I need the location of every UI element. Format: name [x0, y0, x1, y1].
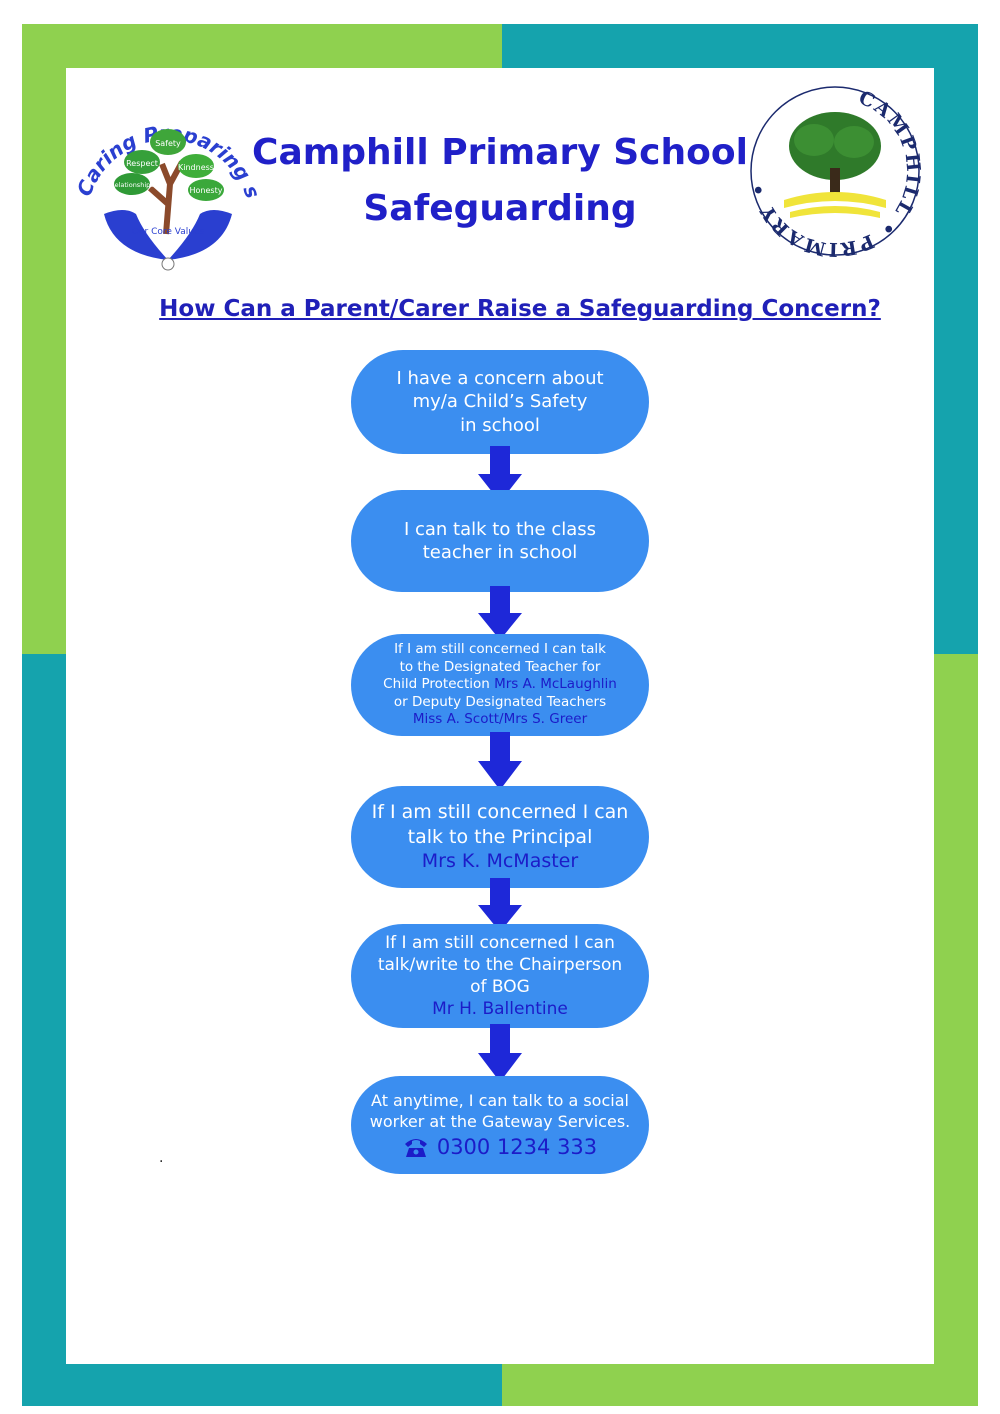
flow-step-6: At anytime, I can talk to a social worke…: [351, 1076, 649, 1174]
step3-line1: If I am still concerned I can talk: [394, 641, 606, 658]
step3-line2: to the Designated Teacher for: [399, 658, 601, 675]
step6-line2: worker at the Gateway Services.: [369, 1112, 631, 1131]
school-crest-logo: CAMPHILL • PRIMARY • SCHOOL: [744, 84, 923, 258]
value-relationships: Relationships: [110, 181, 154, 189]
step3-line3: Child Protection Mrs A. McLaughlin: [383, 676, 617, 694]
down-arrow-4: [478, 878, 522, 932]
value-honesty: Honesty: [190, 186, 223, 195]
deputy-teachers-names: Miss A. Scott/Mrs S. Greer: [412, 711, 588, 728]
step4-line1: If I am still concerned I can: [371, 800, 629, 823]
gateway-phone: 0300 1234 333: [403, 1135, 597, 1159]
step6-line1: At anytime, I can talk to a social: [371, 1091, 629, 1111]
down-arrow-2: [478, 586, 522, 640]
step5-line2: talk/write to the Chairperson: [377, 954, 623, 975]
subtitle: How Can a Parent/Carer Raise a Safeguard…: [159, 296, 881, 322]
value-kindness: Kindness: [178, 163, 214, 172]
step2-line1: I can talk to the class: [403, 518, 597, 540]
flow-step-4: If I am still concerned I can talk to th…: [351, 786, 649, 888]
step5-line1: If I am still concerned I can: [385, 932, 615, 953]
core-values-logo: Caring Preparing sharing Safety Respect …: [74, 84, 262, 271]
down-arrow-3: [478, 732, 522, 790]
step5-line3: of BOG: [470, 977, 530, 997]
step1-line2: my/a Child’s Safety: [412, 391, 588, 413]
step2-line2: teacher in school: [422, 542, 578, 563]
school-name: Camphill Primary School: [252, 132, 748, 173]
chairperson-name: Mr H. Ballentine: [432, 999, 568, 1020]
flow-step-1: I have a concern about my/a Child’s Safe…: [351, 350, 649, 454]
step3-line4: or Deputy Designated Teachers: [393, 693, 607, 710]
page-title: Safeguarding: [363, 188, 637, 229]
step4-line2: talk to the Principal: [407, 825, 593, 848]
logo-caption: Our Core Values: [132, 227, 205, 237]
down-arrow-5: [478, 1024, 522, 1082]
flow-step-3: If I am still concerned I can talk to th…: [351, 634, 649, 736]
flow-step-5: If I am still concerned I can talk/write…: [351, 924, 649, 1028]
value-respect: Respect: [126, 159, 158, 168]
flow-step-2: I can talk to the class teacher in schoo…: [351, 490, 649, 592]
stray-mark: .: [159, 1150, 164, 1166]
step3-line3-text: Child Protection: [383, 676, 495, 693]
value-safety: Safety: [155, 139, 181, 148]
principal-name: Mrs K. McMaster: [421, 850, 579, 873]
step1-line1: I have a concern about: [396, 367, 604, 389]
designated-teacher-name: Mrs A. McLaughlin: [494, 676, 617, 693]
step1-line3: in school: [460, 414, 540, 436]
phone-number: 0300 1234 333: [436, 1134, 598, 1159]
down-arrow-1: [478, 446, 522, 502]
telephone-icon: [404, 1138, 427, 1157]
